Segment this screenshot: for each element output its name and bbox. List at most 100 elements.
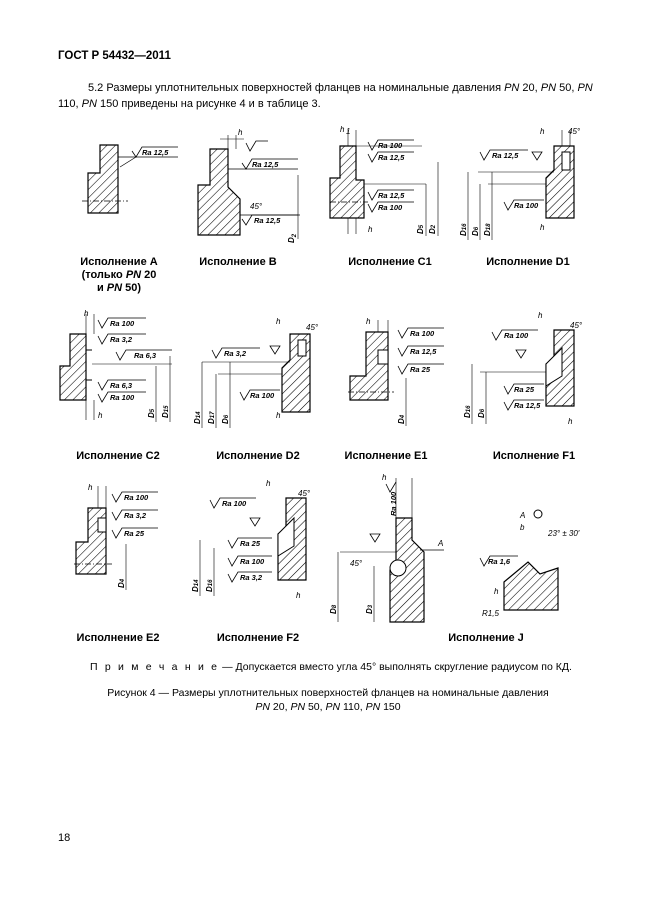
d14-label: D14 [193,411,202,424]
ra-label: Ra 12,5 [378,191,405,200]
caption-b: Исполнение B [199,256,277,268]
h2-label: h [540,223,545,232]
figure-d1-drawing: h 45° Ra 12,5 Ra 100 h D16 D6 D18 [458,122,598,244]
note: П р и м е ч а н и е — Допускается вместо… [90,661,572,673]
view-a-detail-label: A [519,511,525,520]
d6-label: D6 [477,408,486,418]
angle-label: 45° [568,127,581,136]
ra-label: Ra 12,5 [378,153,405,162]
ra-label: Ra 3,2 [124,511,147,520]
d16-label: D16 [205,579,214,592]
d16-label: D16 [459,223,468,236]
ra-label: Ra 1,6 [488,557,511,566]
d16-label: D16 [463,405,472,418]
caption-c1: Исполнение C1 [348,256,432,268]
figure-b-drawing: h Ra 12,5 45° Ra 12,5 D2 [190,125,310,245]
caption-d2: Исполнение D2 [216,450,300,462]
figure-e1-drawing: h Ra 100 Ra 12,5 Ra 25 D4 [344,312,464,430]
d4-label: D4 [117,578,126,588]
d8-label: D8 [329,604,338,614]
ra-label: Ra 100 [110,319,135,328]
angle-label: 45° [298,489,311,498]
d14-label: D14 [191,579,200,592]
h1-label: h [340,125,345,134]
ra-label: Ra 25 [124,529,145,538]
d18-label: D18 [483,223,492,236]
ra-label: Ra 12,5 [252,160,279,169]
caption-e1: Исполнение E1 [344,450,428,462]
h5-label: h [382,473,387,482]
figure-a-drawing: Ra 12,5 [76,125,186,235]
d2-label: D2 [428,224,437,234]
figure-f1-drawing: h 45° Ra 100 Ra 25 Ra 12,5 h D16 D6 [458,306,598,428]
ra-label: Ra 100 [240,557,265,566]
h2-label: h [296,591,301,600]
ra-label: Ra 100 [378,203,403,212]
ra-label: Ra 100 [514,201,539,210]
d15-label: D15 [161,405,170,418]
angle-label: 45° [306,323,319,332]
ra-label: Ra 6,3 [134,351,157,360]
ra-label: Ra 100 [389,491,398,516]
h1-label: h [84,309,89,318]
figure-c1-drawing: h 1 Ra 100 Ra 12,5 Ra 12,5 Ra 100 h D5 D… [326,122,446,242]
caption-d1: Исполнение D1 [486,256,570,268]
ra-label: Ra 3,2 [240,573,263,582]
ra-label: Ra 25 [410,365,431,374]
ra-label: Ra 100 [504,331,529,340]
intro-paragraph: 5.2 Размеры уплотнительных поверхностей … [58,82,593,110]
ra-label: Ra 100 [222,499,247,508]
figure-caption: Рисунок 4 — Размеры уплотнительных повер… [107,687,549,713]
h1-label: h [540,127,545,136]
d6-label: D6 [221,414,230,424]
ra-label: Ra 25 [240,539,261,548]
ra-label: Ra 3,2 [224,349,247,358]
d2-label: D2 [287,233,298,243]
h1-label-b: h [98,411,103,420]
page-number: 18 [58,832,71,844]
figure-f2-drawing: h 45° Ra 100 Ra 25 Ra 100 Ra 3,2 h D14 D… [190,474,330,602]
figure-e2-drawing: h Ra 100 Ra 3,2 Ra 25 D4 [72,478,192,594]
caption-f1: Исполнение F1 [492,450,576,462]
h1-label-b: h [368,225,373,234]
caption-c2: Исполнение C2 [76,450,160,462]
h2-label: h [568,417,573,426]
ra-label: Ra 100 [110,393,135,402]
ra-label: Ra 3,2 [110,335,133,344]
figure-d2-drawing: h 45° Ra 3,2 Ra 100 h D14 D17 D6 [193,312,334,432]
ra-label: Ra 12,5 [514,401,541,410]
h2-label: h [276,411,281,420]
ra-label: Ra 100 [410,329,435,338]
caption-e2: Исполнение E2 [76,632,160,644]
angle-label: 45° [350,559,363,568]
angle-label: 45° [250,202,263,211]
d6-label: D6 [471,226,480,236]
document-header: ГОСТ Р 54432—2011 [58,50,171,62]
ra-label: Ra 12,5 [492,151,519,160]
ra-label: Ra 100 [378,141,403,150]
caption-a: Исполнение A (только PN 20 и PN 50) [80,256,158,294]
r-label: R1,5 [482,609,499,618]
view-a-label: A [437,539,443,548]
h-label: h [238,128,243,137]
angle-label: 45° [570,321,583,330]
ra-label: Ra 100 [250,391,275,400]
d4-label: D4 [397,414,406,424]
h1-label: h [266,479,271,488]
figure-j-drawing: h Ra 100 A 45° D8 D3 A b 23° ± 30′ Ra 1,… [329,470,614,630]
figure-c2-drawing: h Ra 100 Ra 3,2 Ra 6,3 Ra 6,3 Ra 100 h D… [56,306,186,426]
ra-label: Ra 12,5 [410,347,437,356]
d5-label: D5 [147,408,156,418]
h3-label: h [494,587,499,596]
caption-f2: Исполнение F2 [216,632,300,644]
d17-label: D17 [207,411,216,424]
ra-label: Ra 6,3 [110,381,133,390]
h-label: h [366,317,371,326]
ra-label-2: Ra 12,5 [254,216,281,225]
caption-j: Исполнение J [448,632,524,644]
h1-label: h [538,311,543,320]
h1-label: h [276,317,281,326]
h1-label: h [88,483,93,492]
ra-label: Ra 100 [124,493,149,502]
ra-label: Ra 12,5 [142,148,169,157]
